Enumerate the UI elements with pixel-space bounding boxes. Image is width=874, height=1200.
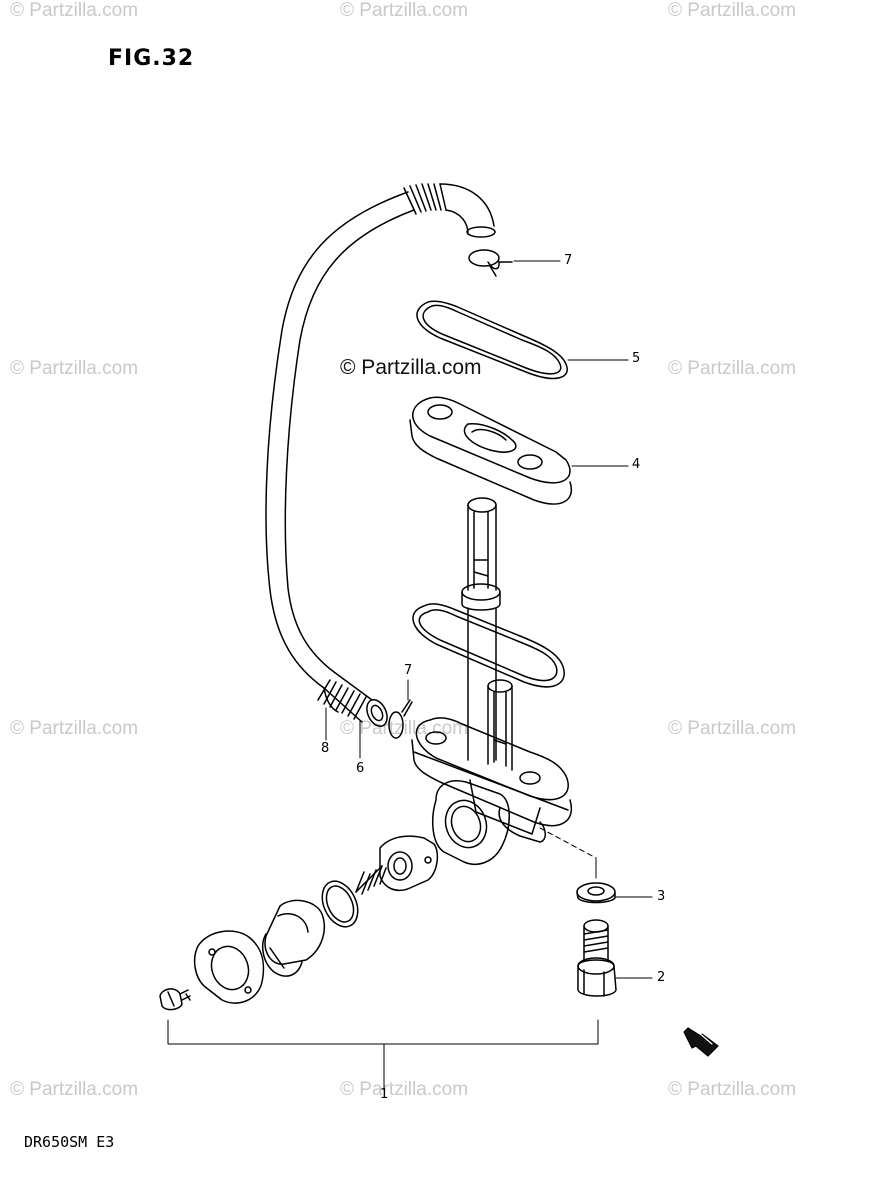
hose-nozzle[interactable] (363, 697, 391, 730)
watermark: © Partzilla.com (10, 718, 139, 739)
gasket-ring-upper[interactable] (416, 300, 568, 380)
callout-2: 2 (657, 970, 666, 985)
valve-spring[interactable] (355, 865, 387, 895)
valve-lever[interactable] (379, 835, 439, 892)
o-ring-small[interactable] (315, 875, 364, 932)
hose-clip-top[interactable] (468, 249, 513, 277)
watermark: © Partzilla.com (10, 0, 139, 21)
watermark: © Partzilla.com (340, 718, 469, 739)
watermark: © Partzilla.com (340, 0, 469, 21)
watermark: © Partzilla.com (10, 1079, 139, 1100)
bolt[interactable] (577, 919, 617, 997)
valve-cock[interactable] (261, 899, 326, 977)
callout-5: 5 (632, 351, 641, 366)
callout-3: 3 (657, 889, 666, 904)
packing-plate[interactable] (409, 396, 573, 505)
callout-1: 1 (380, 1087, 389, 1102)
fuel-strainer-reserve[interactable] (487, 679, 513, 771)
callout-7-mid: 7 (404, 663, 413, 678)
credit-text: © Partzilla.com (340, 356, 482, 379)
watermark: © Partzilla.com (10, 358, 139, 379)
watermark: © Partzilla.com (668, 358, 797, 379)
callout-8: 8 (321, 741, 330, 756)
o-ring-mid[interactable] (412, 603, 565, 688)
callout-4: 4 (632, 457, 641, 472)
hose-clip-mid[interactable] (388, 699, 413, 739)
callout-6: 6 (356, 761, 365, 776)
cover-screw[interactable] (159, 988, 191, 1011)
cover-gasket[interactable] (193, 930, 265, 1004)
callout-7-top: 7 (564, 253, 573, 268)
fuel-strainer-pipe[interactable] (461, 497, 501, 761)
model-label: DR650SM E3 (24, 1133, 115, 1151)
watermark: © Partzilla.com (668, 1079, 797, 1100)
fuel-hose[interactable] (265, 183, 496, 723)
watermark: © Partzilla.com (668, 0, 797, 21)
callout-leaders (167, 260, 653, 1091)
fuel-valve-body[interactable] (411, 717, 573, 866)
washer[interactable] (576, 882, 616, 904)
watermark: © Partzilla.com (340, 1079, 469, 1100)
watermark: © Partzilla.com (668, 718, 797, 739)
figure-title: FIG.32 (108, 46, 195, 71)
front-direction-arrow-icon (683, 1027, 719, 1057)
